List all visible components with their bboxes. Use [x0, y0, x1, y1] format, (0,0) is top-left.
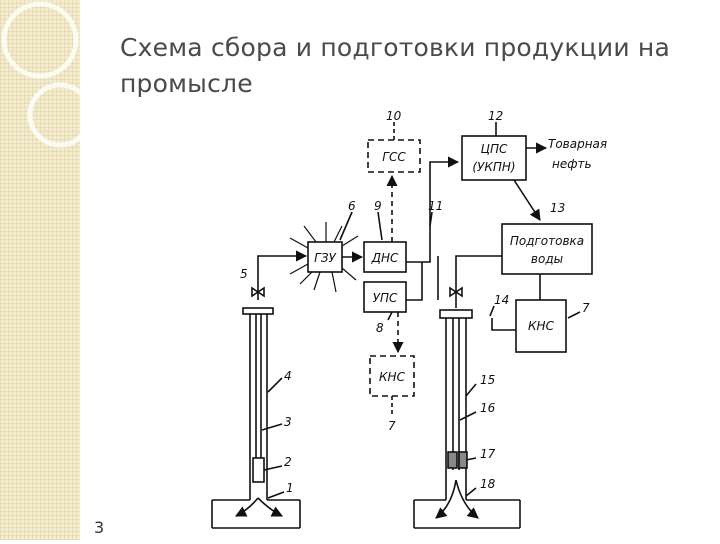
- number-2: 2: [284, 455, 292, 469]
- water-prep-label-1: Подготовка: [510, 234, 584, 248]
- number-17: 17: [480, 447, 496, 461]
- kns-left-label: КНС: [379, 370, 406, 384]
- number-18: 18: [480, 477, 496, 491]
- gzu-label: ГЗУ: [314, 251, 336, 265]
- number-7-left: 7: [388, 419, 396, 433]
- ukpn-label: (УКПН): [472, 160, 515, 174]
- output-label-1: Товарная: [548, 137, 607, 151]
- kns-right-label: КНС: [528, 319, 555, 333]
- number-10: 10: [386, 109, 402, 123]
- number-8: 8: [376, 321, 384, 335]
- number-1: 1: [286, 481, 294, 495]
- number-4: 4: [284, 369, 292, 383]
- number-7-right: 7: [582, 301, 590, 315]
- number-6: 6: [348, 199, 356, 213]
- kns-right-box: [515, 299, 567, 353]
- decorative-side-strip: [0, 0, 93, 540]
- water-prep-box: [501, 223, 593, 275]
- number-11: 11: [428, 199, 443, 213]
- water-prep-label-2: воды: [531, 252, 563, 266]
- ups-box: [363, 281, 407, 313]
- number-15: 15: [480, 373, 495, 387]
- cps-label: ЦПС: [481, 142, 508, 156]
- output-label-2: нефть: [552, 157, 592, 171]
- dns-label: ДНС: [371, 251, 399, 265]
- number-12: 12: [488, 109, 503, 123]
- cps-box: [461, 135, 527, 181]
- number-16: 16: [480, 401, 496, 415]
- page-number: 3: [94, 518, 105, 537]
- ups-label: УПС: [373, 291, 398, 305]
- gss-label: ГСС: [382, 150, 406, 164]
- number-3: 3: [284, 415, 292, 429]
- number-5: 5: [240, 267, 248, 281]
- number-13: 13: [550, 201, 565, 215]
- number-9: 9: [374, 199, 382, 213]
- number-14: 14: [494, 293, 509, 307]
- dns-box: [363, 241, 407, 273]
- slide-title: Схема сбора и подготовки продукции на пр…: [120, 33, 671, 98]
